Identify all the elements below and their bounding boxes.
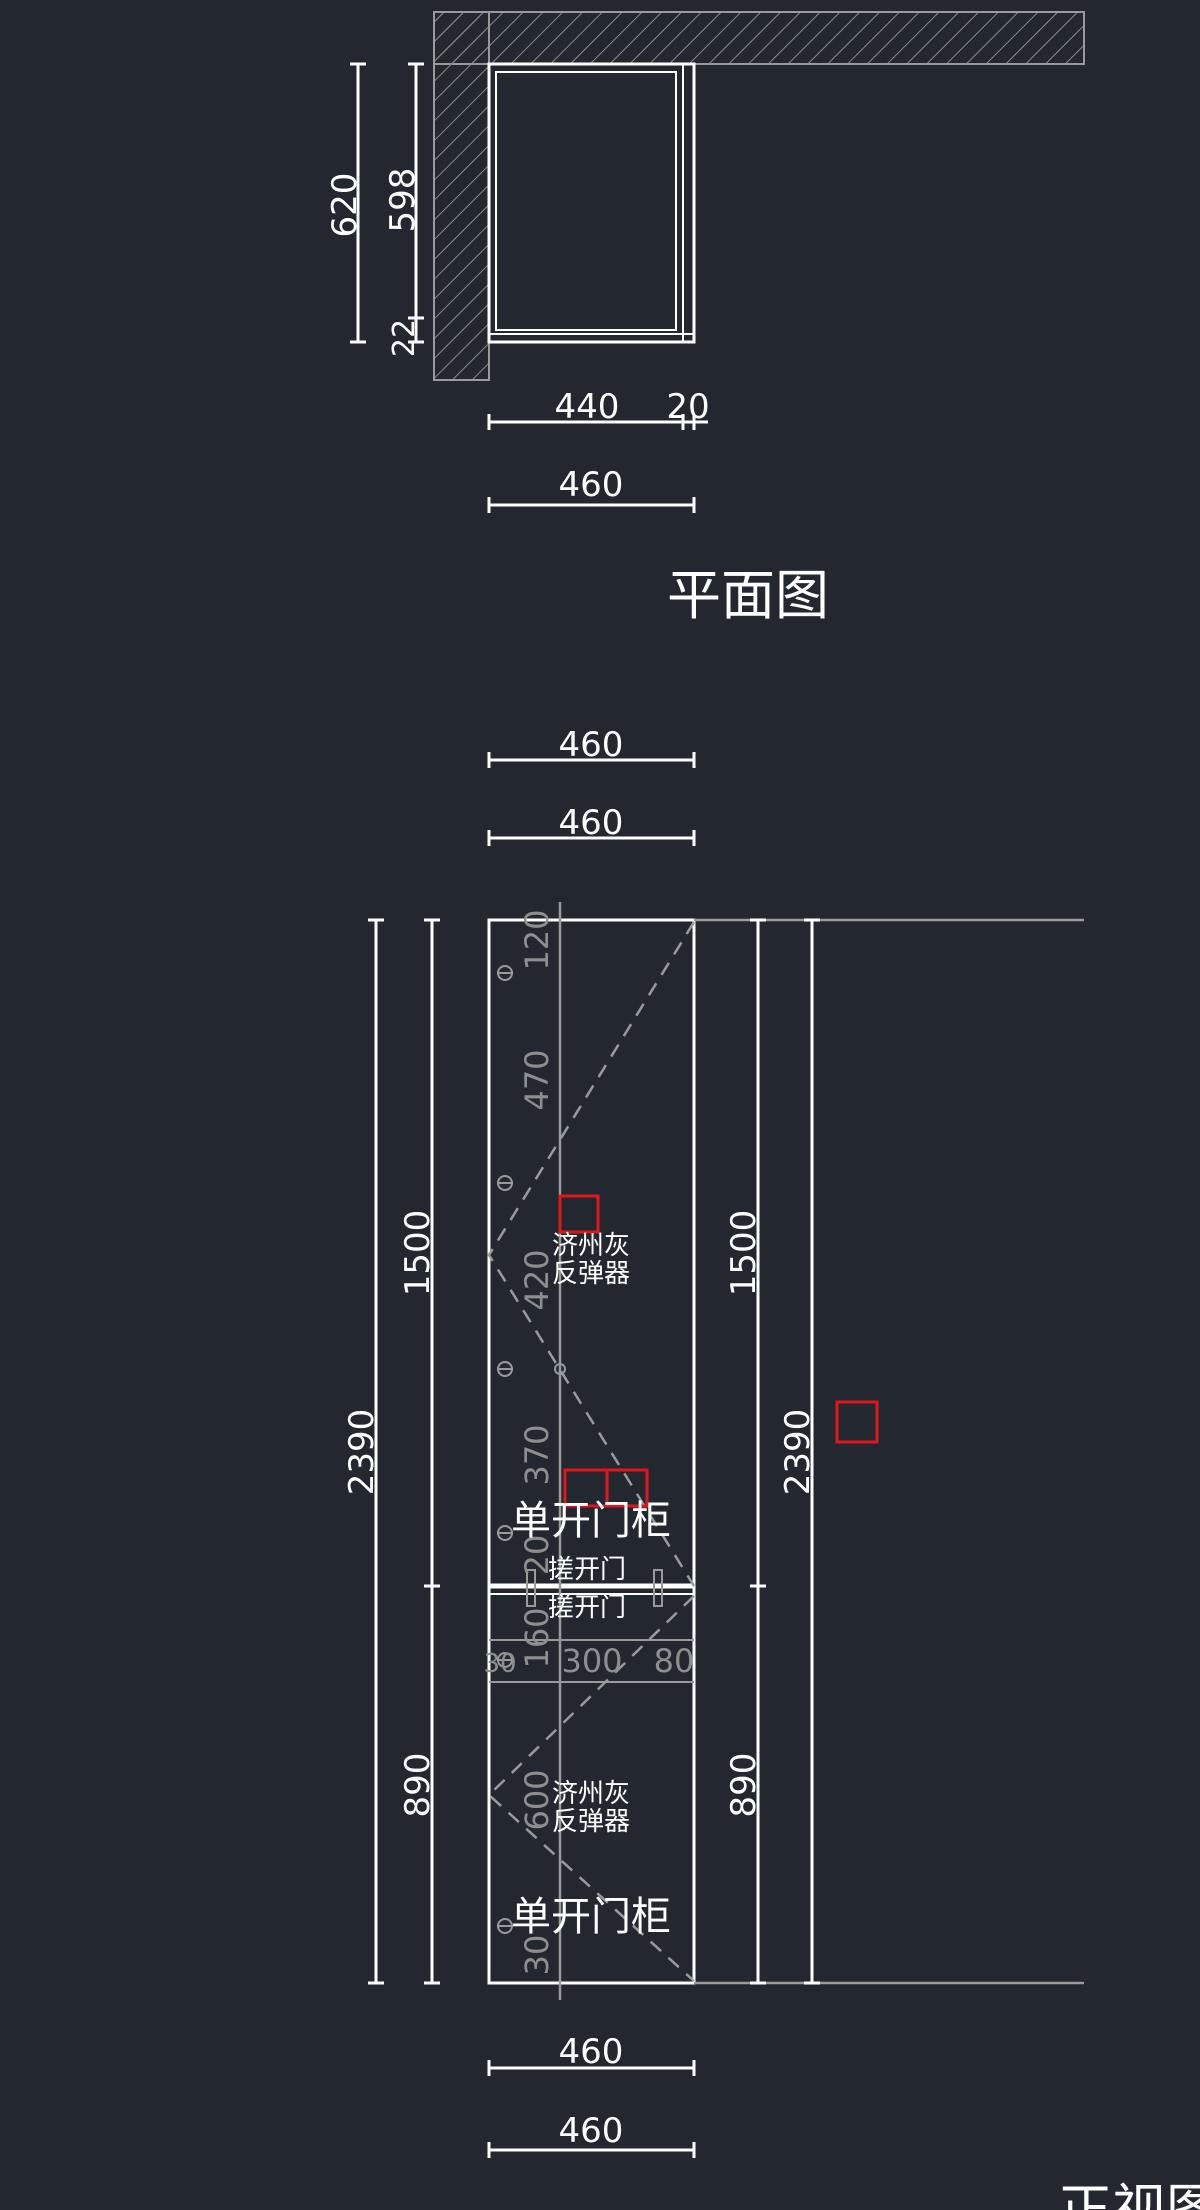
elev-left-dim-2390-label: 2390 xyxy=(342,1409,382,1496)
plan-dim-460: 460 xyxy=(487,465,696,513)
plan-dim-620: 620 xyxy=(325,62,366,344)
elev-top-dim-2: 460 xyxy=(487,803,696,846)
elev-left-dim-1500-890: 1500 890 xyxy=(398,918,440,1985)
inner-dim-420: 420 xyxy=(518,1249,556,1310)
elevation-view: 460 460 xyxy=(342,725,1200,2210)
plan-dim-440-label: 440 xyxy=(555,387,620,427)
plan-dim-460-label: 460 xyxy=(559,465,624,505)
lower-hinge-label-2: 反弹器 xyxy=(552,1807,630,1837)
elev-cabinet-outline xyxy=(487,918,696,1985)
elevation-title: 正视图 xyxy=(1058,2178,1200,2210)
inner-dim-120: 120 xyxy=(518,909,556,970)
inner-dim-30-low: 30 xyxy=(518,1935,556,1976)
wall-left-hatch xyxy=(433,11,490,381)
inner-dim-470: 470 xyxy=(518,1049,556,1110)
lower-cabinet-label: 单开门柜 xyxy=(511,1894,671,1940)
inner-dim-300: 300 xyxy=(561,1642,622,1680)
elev-right-dim-890-label: 890 xyxy=(724,1753,764,1818)
inner-dim-370: 370 xyxy=(518,1424,556,1485)
elev-left-dim-890-label: 890 xyxy=(398,1753,438,1818)
lower-hinge-label-1: 济州灰 xyxy=(552,1779,630,1809)
hinge-markers xyxy=(497,965,566,1934)
plan-dim-440-20: 440 20 xyxy=(487,387,710,430)
elev-left-dim-2390: 2390 xyxy=(342,918,384,1985)
inner-dim-80: 80 xyxy=(654,1642,695,1680)
red-marker-4 xyxy=(835,1400,879,1444)
plan-title: 平面图 xyxy=(667,564,829,627)
red-marker-3 xyxy=(605,1468,649,1508)
upper-hinge-label-2: 反弹器 xyxy=(552,1259,630,1289)
upper-hinge-label-1: 济州灰 xyxy=(552,1231,630,1261)
elev-left-dim-1500-label: 1500 xyxy=(398,1210,438,1297)
plan-dim-22-label: 22 xyxy=(387,319,422,357)
elev-top-dim-1-label: 460 xyxy=(559,725,624,765)
handle-right xyxy=(653,1569,663,1607)
inner-dim-160: 160 xyxy=(518,1607,556,1668)
inner-dim-600: 600 xyxy=(518,1769,556,1830)
elev-bottom-dim-2-label: 460 xyxy=(559,2111,624,2151)
red-marker-1 xyxy=(558,1194,600,1234)
plan-view: 620 598 22 440 20 460 平面图 xyxy=(325,11,1085,627)
plan-cabinet-inner xyxy=(495,71,677,331)
elev-bottom-dim-1: 460 xyxy=(487,2032,696,2076)
elev-right-dim-2390: 2390 xyxy=(778,918,820,1985)
elev-top-dim-2-label: 460 xyxy=(559,803,624,843)
elev-right-dim-2390-label: 2390 xyxy=(778,1409,818,1496)
wall-top-hatch xyxy=(433,11,1085,65)
plan-dim-598: 598 22 xyxy=(383,62,424,357)
plan-dim-598-label: 598 xyxy=(383,168,423,233)
inner-dim-20: 20 xyxy=(518,1535,556,1576)
elev-right-dim-1500-890: 1500 890 xyxy=(724,918,766,1985)
door-note-2: 搓开门 xyxy=(548,1593,626,1623)
elev-top-dim-1: 460 xyxy=(487,725,696,768)
upper-door-swing xyxy=(487,921,696,1587)
elev-bottom-dim-1-label: 460 xyxy=(559,2032,624,2072)
inner-dim-30-mid: 30 xyxy=(483,1649,516,1679)
handle-left xyxy=(526,1569,536,1607)
elev-right-dim-1500-label: 1500 xyxy=(724,1210,764,1297)
plan-dim-620-label: 620 xyxy=(325,173,365,238)
upper-cabinet-label: 单开门柜 xyxy=(511,1498,671,1544)
door-note-1: 搓开门 xyxy=(548,1555,626,1585)
elev-bottom-dim-2: 460 xyxy=(487,2111,696,2158)
plan-cabinet-outline xyxy=(487,62,696,344)
plan-dim-20-label: 20 xyxy=(666,387,709,427)
